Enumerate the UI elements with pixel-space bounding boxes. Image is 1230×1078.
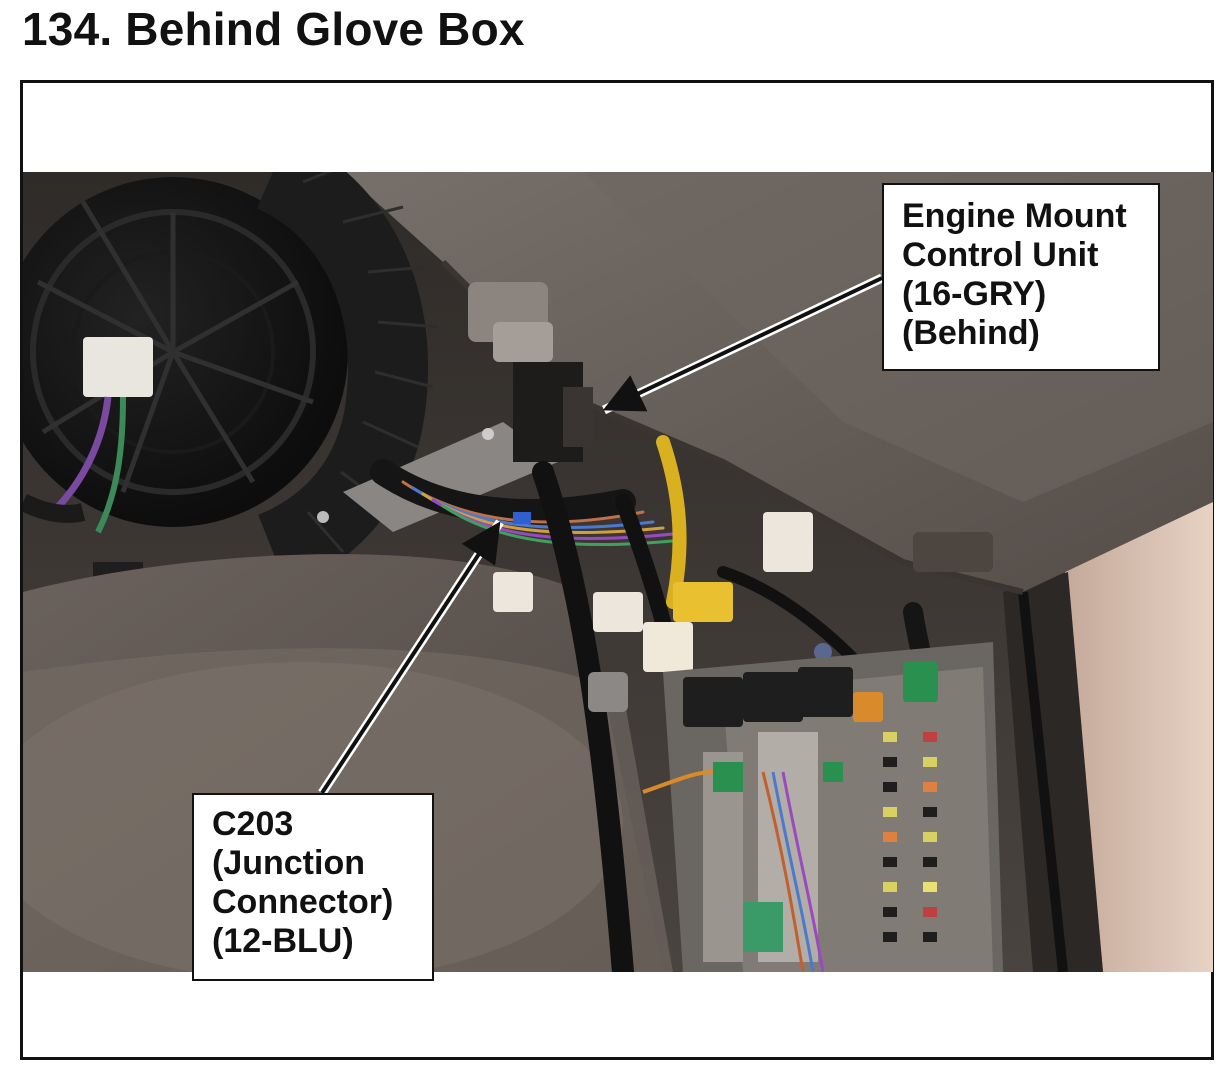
callout-line: Connector) bbox=[212, 883, 394, 921]
callout-line: Engine Mount bbox=[902, 197, 1127, 235]
callout-line: (Behind) bbox=[902, 314, 1040, 352]
page-title: 134. Behind Glove Box bbox=[22, 3, 525, 55]
callout-engine-mount-control-unit: Engine Mount Control Unit (16-GRY) (Behi… bbox=[882, 183, 1160, 371]
callout-line: (12-BLU) bbox=[212, 922, 354, 960]
callout-line: (Junction bbox=[212, 844, 365, 882]
callout-line: C203 bbox=[212, 805, 294, 843]
callout-line: (16-GRY) bbox=[902, 275, 1047, 313]
callout-c203-junction-connector: C203 (Junction Connector) (12-BLU) bbox=[192, 793, 434, 981]
callout-line: Control Unit bbox=[902, 236, 1099, 274]
